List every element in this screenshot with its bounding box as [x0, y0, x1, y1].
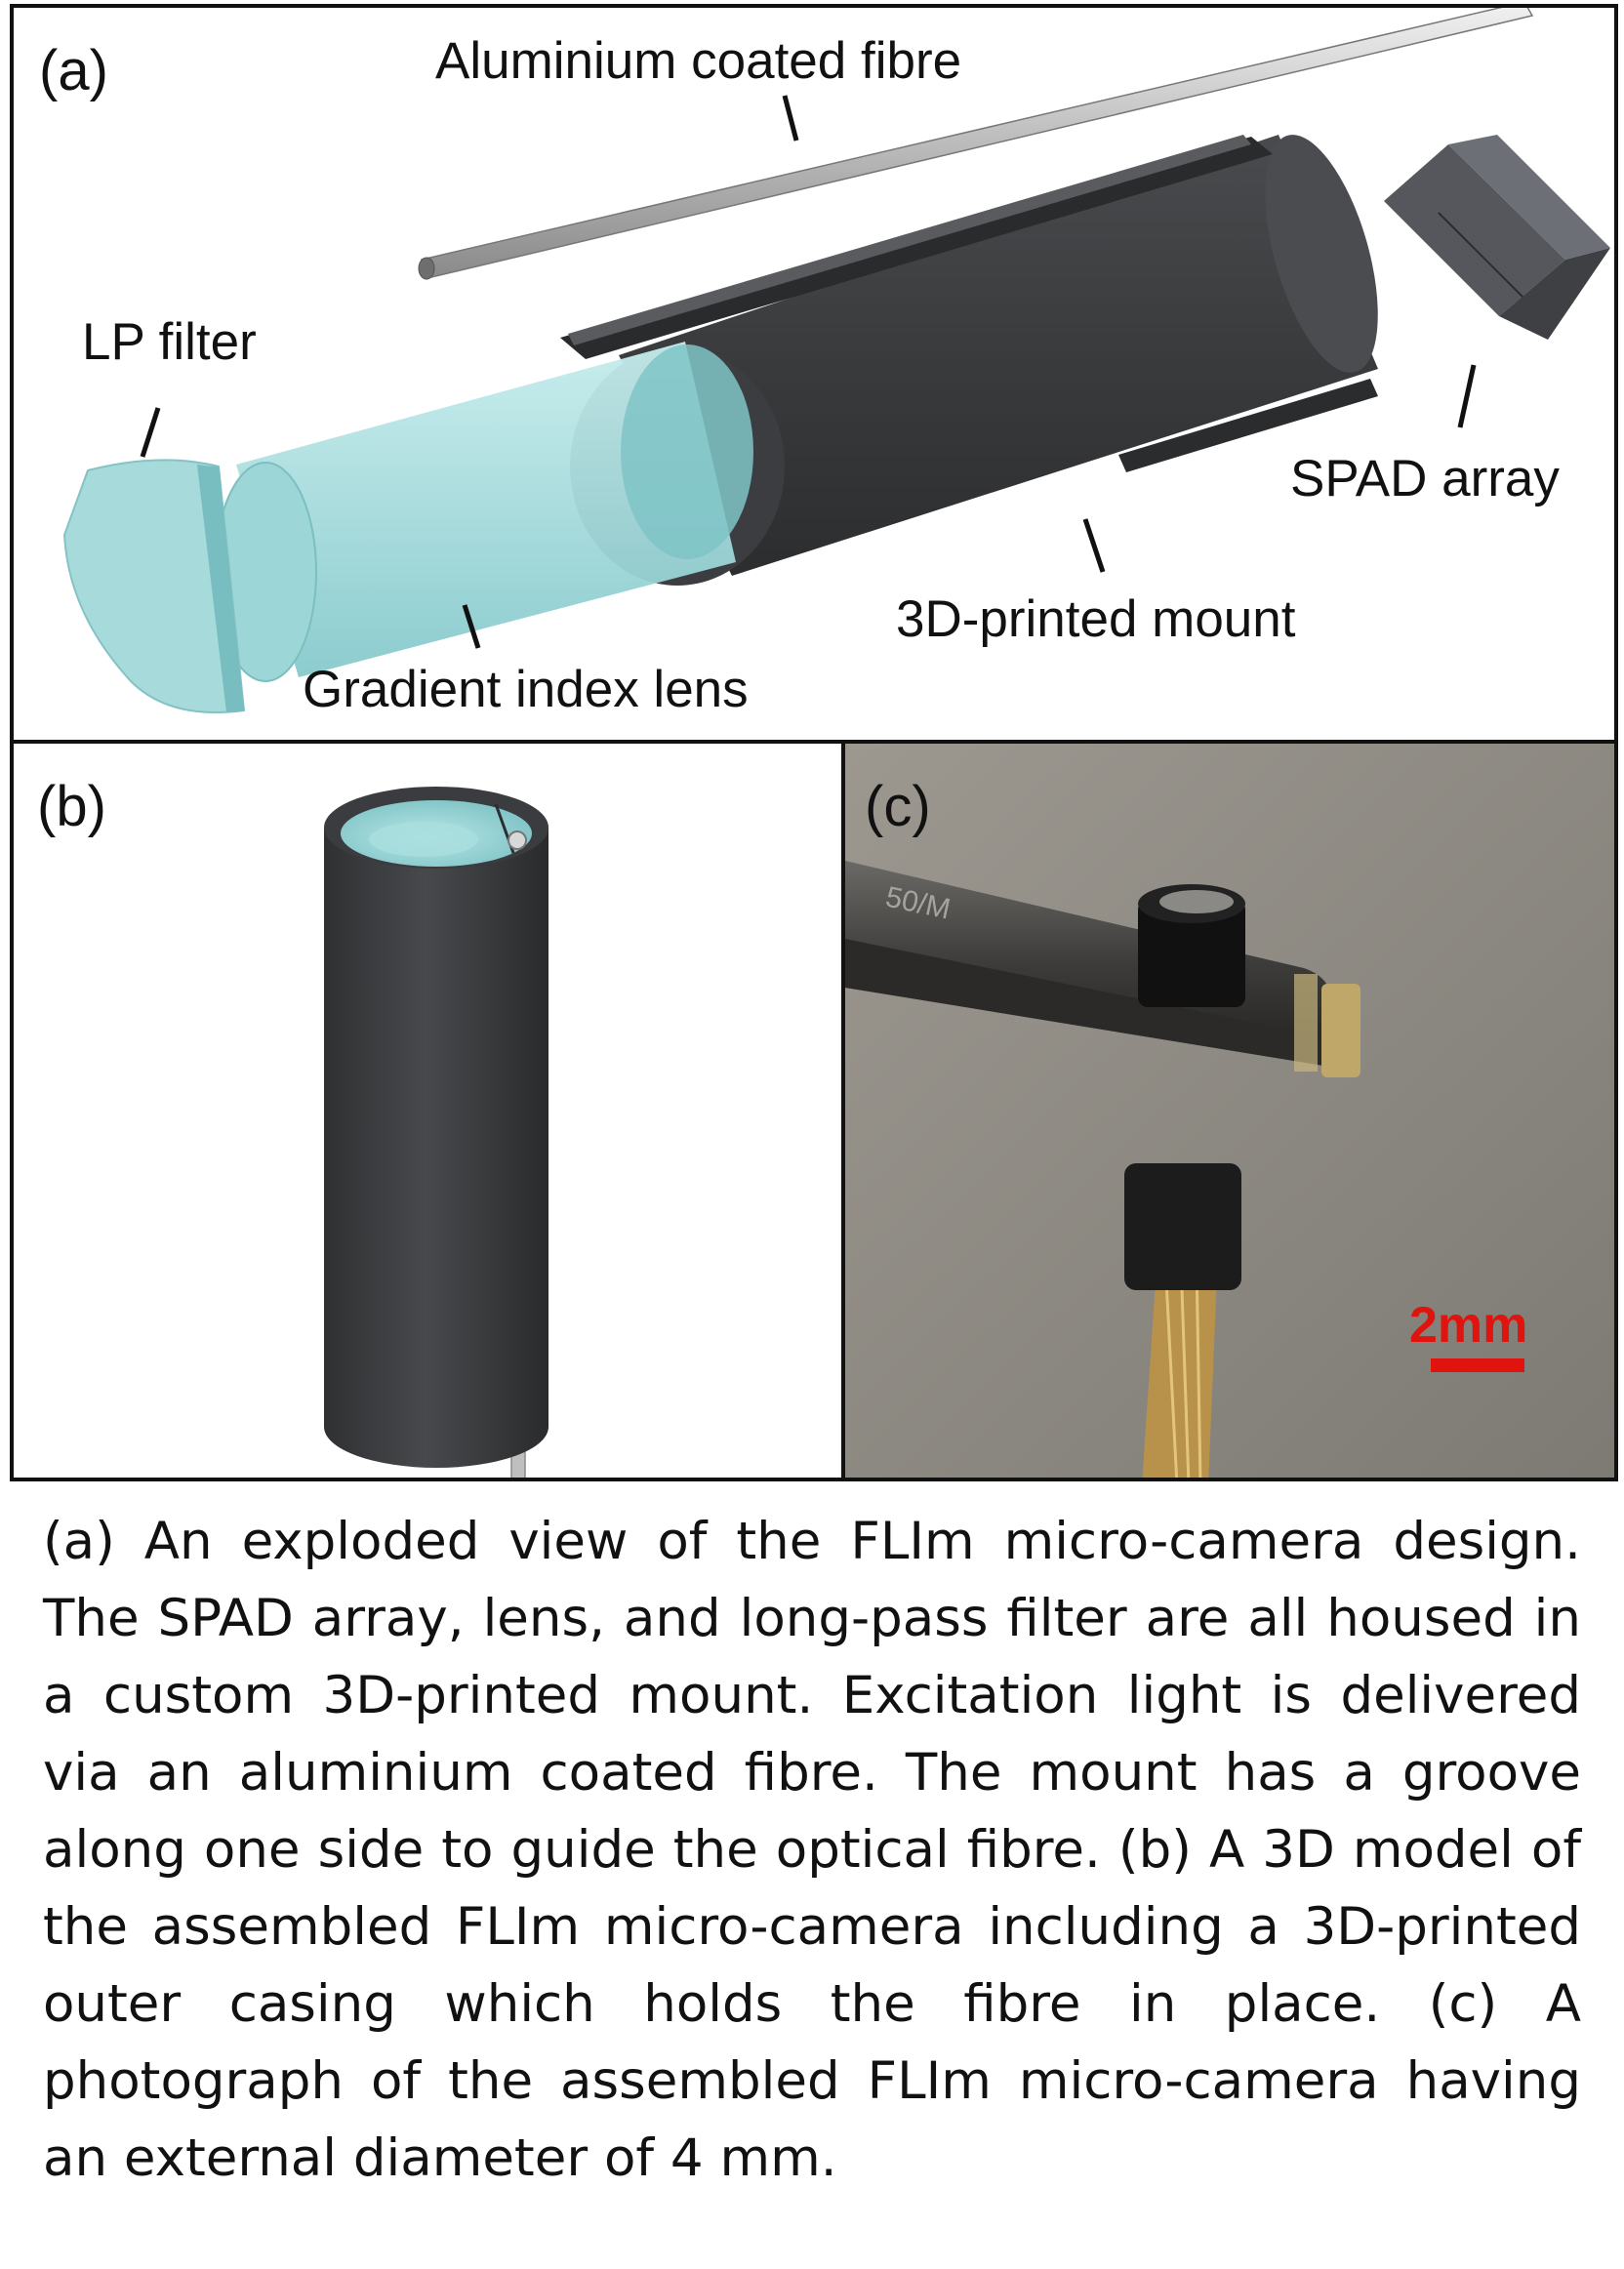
panel-b-assembled-model: (b): [10, 740, 845, 1481]
callout-aluminium-fibre: Aluminium coated fibre: [435, 32, 962, 90]
leader-fibre: [782, 95, 799, 142]
leader-mount: [1082, 518, 1106, 573]
callout-lp-filter: LP filter: [82, 313, 257, 371]
aluminium-fibre: [418, 8, 1534, 280]
leader-lens: [462, 604, 481, 649]
spad-array-block: [1384, 135, 1610, 340]
callout-gradient-index-lens: Gradient index lens: [303, 661, 749, 718]
panel-c-label: (c): [865, 775, 931, 838]
photograph-illustration: 50/M: [845, 744, 1614, 1478]
outer-casing: [324, 828, 548, 1468]
panel-a-exploded-view: (a) Aluminium coated fibre LP filter SPA…: [10, 4, 1618, 744]
panel-c-photograph: 50/M (c) 2mm: [841, 740, 1618, 1481]
camera-body-upper: [1138, 900, 1245, 1007]
caption-text: (a) An exploded view of the FLIm micro-c…: [43, 1512, 1581, 2188]
panel-a-label: (a): [39, 39, 108, 102]
fibre-hole: [508, 831, 527, 850]
assembled-model-illustration: [324, 787, 548, 1478]
figure-caption: (a) An exploded view of the FLIm micro-c…: [43, 1503, 1581, 2197]
scale-bar: 2mm: [1409, 1296, 1565, 1384]
panel-b-label: (b): [37, 775, 106, 838]
callout-3d-printed-mount: 3D-printed mount: [896, 590, 1296, 648]
scale-bar-label: 2mm: [1409, 1297, 1528, 1354]
camera-body-lower: [1124, 1163, 1241, 1290]
callout-spad-array: SPAD array: [1290, 450, 1560, 507]
leader-spad: [1457, 364, 1477, 428]
exploded-view-illustration: [62, 8, 1610, 713]
lp-filter: [62, 459, 246, 713]
gradient-index-lens: [214, 342, 753, 682]
scale-bar-line: [1431, 1358, 1524, 1372]
leader-filter: [140, 407, 161, 458]
